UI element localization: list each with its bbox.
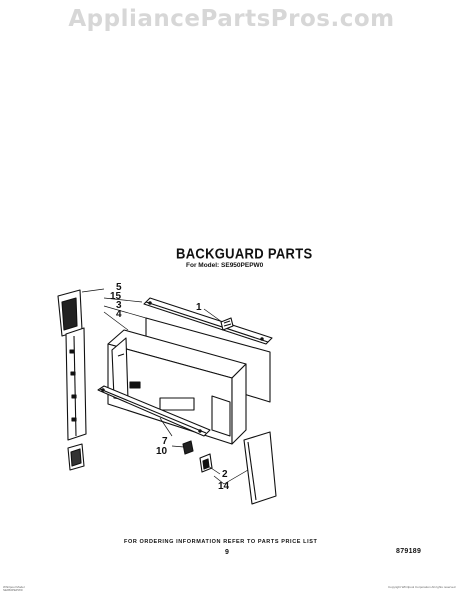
diagram-number: 879189 xyxy=(396,548,422,555)
upper-rail-part xyxy=(143,297,273,345)
model-label: For Model: SE950PEPW0 xyxy=(186,262,264,269)
page-number: 9 xyxy=(225,549,229,556)
side-bracket-part xyxy=(67,443,85,471)
right-end-cap-part xyxy=(243,431,277,505)
callout-10: 10 xyxy=(156,446,168,457)
clip-part xyxy=(182,440,194,455)
page-title: BACKGUARD PARTS xyxy=(176,244,313,263)
fine-print-right: Copyright Whirlpool Corporation All righ… xyxy=(388,585,456,589)
callout-3: 3 xyxy=(116,300,122,311)
end-cap-top-part xyxy=(57,289,83,337)
callout-2: 2 xyxy=(222,469,228,480)
screw-part xyxy=(220,317,234,331)
ordering-note: FOR ORDERING INFORMATION REFER TO PARTS … xyxy=(124,539,318,545)
bracket-part xyxy=(199,453,213,473)
callout-1: 1 xyxy=(196,302,202,313)
callout-15: 15 xyxy=(110,291,122,302)
lower-trim-strip-part xyxy=(97,385,211,437)
callout-14: 14 xyxy=(218,481,230,492)
callout-4: 4 xyxy=(116,309,122,320)
watermark-text: AppliancePartsPros.com xyxy=(68,6,395,32)
fine-print-left: Whirlpool Model SE950PEPW0 xyxy=(3,585,25,592)
side-trim-part xyxy=(65,327,87,441)
callout-7: 7 xyxy=(162,436,168,447)
callout-5: 5 xyxy=(116,282,122,293)
leader-lines xyxy=(81,288,249,485)
main-backguard-panel-part xyxy=(107,329,247,445)
